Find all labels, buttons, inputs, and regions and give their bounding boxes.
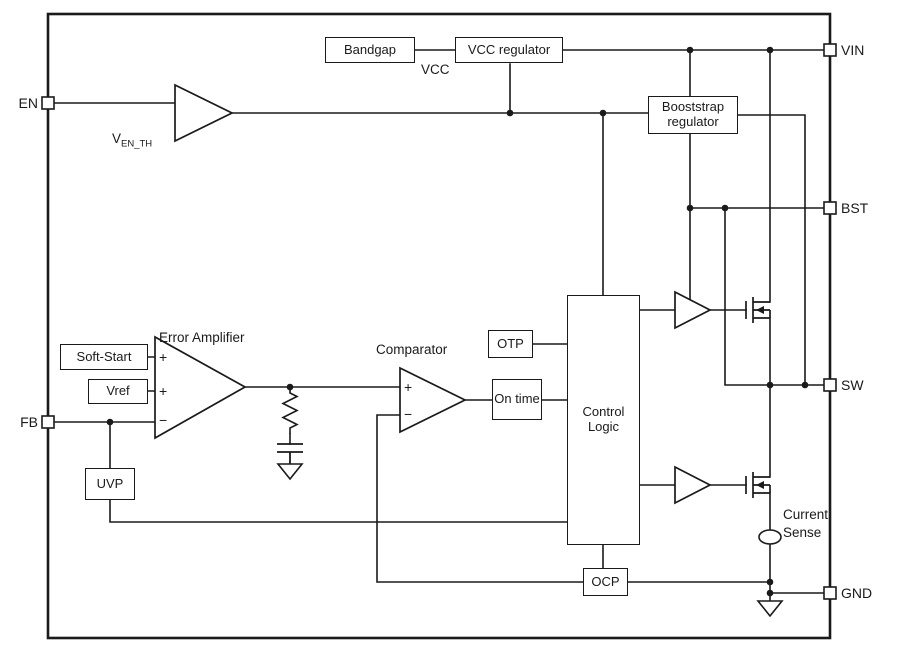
high-side-driver-triangle (674, 290, 712, 330)
pin-square-bst (823, 201, 837, 215)
bootstrap-regulator-block: Booststrap regulator (648, 96, 738, 134)
pin-square-vin (823, 43, 837, 57)
control-logic-block: Control Logic (567, 295, 640, 545)
pin-squares (41, 43, 837, 600)
otp-block: OTP (488, 330, 533, 358)
error-amp-plus-sign-2: + (159, 383, 168, 399)
pin-square-gnd (823, 586, 837, 600)
on-time-block: On time (492, 379, 542, 420)
comparator-minus-sign: − (404, 406, 413, 422)
error-amplifier-label: Error Amplifier (159, 330, 245, 345)
comparator-label: Comparator (376, 342, 448, 357)
ground-symbol-compensation (276, 463, 304, 481)
pin-label-fb: FB (20, 414, 38, 430)
en-threshold-label: VEN_TH (112, 131, 152, 150)
pin-label-vin: VIN (841, 42, 865, 58)
pin-square-fb (41, 415, 55, 429)
en-comparator-triangle (174, 83, 234, 143)
error-amplifier-triangle (154, 335, 247, 440)
junction-dots (106, 46, 809, 597)
error-amp-minus-sign: − (159, 412, 168, 428)
current-sense-label: Current Sense (783, 507, 829, 540)
high-side-mosfet (745, 297, 771, 323)
compensation-resistor (281, 390, 299, 434)
pin-label-sw: SW (841, 377, 864, 393)
vcc-regulator-block: VCC regulator (455, 37, 563, 63)
vcc-net-label: VCC (421, 62, 450, 77)
ground-symbol-gnd (756, 600, 784, 618)
vref-block: Vref (88, 379, 148, 404)
error-amp-plus-sign-1: + (159, 349, 168, 365)
low-side-mosfet (745, 472, 771, 498)
en-threshold-sub: EN_TH (121, 138, 153, 150)
ocp-block: OCP (583, 568, 628, 596)
uvp-block: UVP (85, 468, 135, 500)
pin-square-en (41, 96, 55, 110)
current-sense-ellipse (758, 529, 782, 545)
chip-boundary (46, 12, 832, 640)
wires (53, 49, 825, 602)
low-side-driver-triangle (674, 465, 712, 505)
pin-square-sw (823, 378, 837, 392)
comparator-triangle (399, 366, 467, 434)
en-threshold-base: V (112, 131, 122, 146)
comparator-plus-sign: + (404, 379, 413, 395)
soft-start-block: Soft-Start (60, 344, 148, 370)
pin-label-en: EN (18, 95, 38, 111)
pin-label-bst: BST (841, 200, 869, 216)
pin-label-gnd: GND (841, 585, 873, 601)
bandgap-block: Bandgap (325, 37, 415, 63)
compensation-capacitor (277, 443, 303, 464)
